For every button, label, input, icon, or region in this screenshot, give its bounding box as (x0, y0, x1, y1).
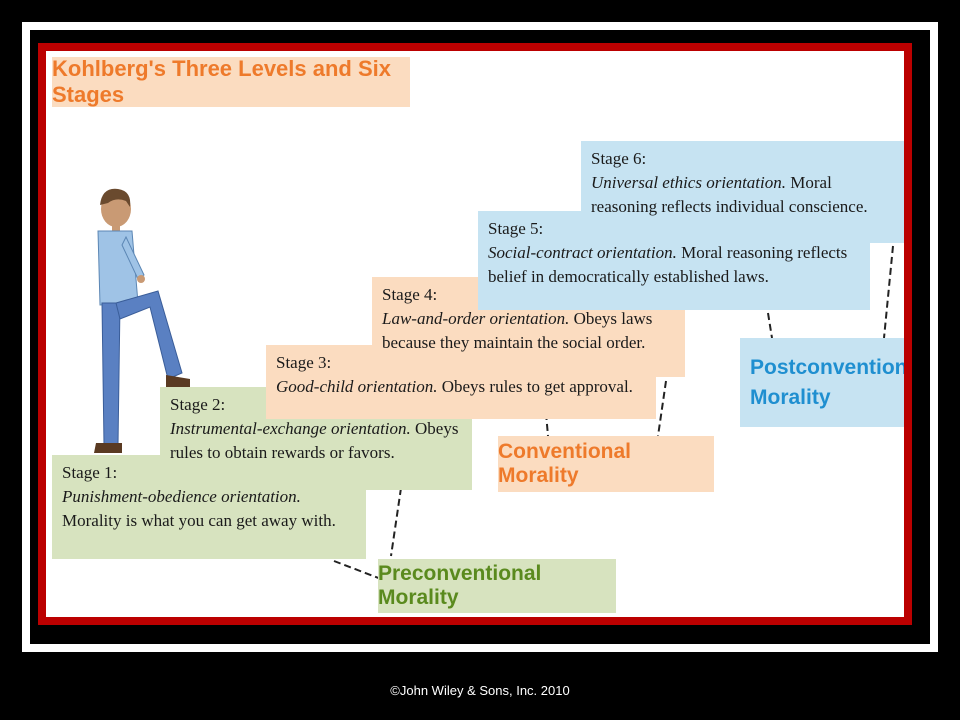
stage-1-orientation: Punishment-obedience orientation. (62, 487, 301, 506)
stage-2-desc-after: Obeys (410, 419, 459, 438)
stage-4-label: Stage 4: (382, 285, 438, 304)
conventional-level-label: Conventional Morality (498, 440, 632, 487)
climbing-person-figure (94, 188, 190, 453)
stage-5-label: Stage 5: (488, 219, 544, 238)
connector-stage4-conv (657, 380, 667, 437)
stage-3-label: Stage 3: (276, 353, 332, 372)
preconventional-level-label: Preconventional Morality (378, 562, 542, 609)
postconventional-level-label-line1: Postconventional (750, 355, 904, 379)
stage-2-label: Stage 2: (170, 395, 226, 414)
connector-stage6-post (883, 245, 894, 339)
stage-3-orientation: Good-child orientation. (276, 377, 438, 396)
stage-6-box: Stage 6: Universal ethics orientation. M… (581, 141, 904, 243)
stage-3-desc-after: Obeys rules to get approval. (437, 377, 633, 396)
stage-4-description: because they maintain the social order. (382, 333, 646, 352)
diagram-canvas: Kohlberg's Three Levels and Six Stages S… (46, 51, 904, 617)
connector-lines (333, 245, 894, 580)
stage-5-desc-after: Moral reasoning reflects (676, 243, 848, 262)
connector-stage5-post (767, 312, 773, 339)
copyright-notice: ©John Wiley & Sons, Inc. 2010 (390, 683, 570, 698)
preconventional-level-box: Preconventional Morality (378, 559, 616, 613)
stage-2-description: rules to obtain rewards or favors. (170, 443, 395, 462)
diagram-title-box: Kohlberg's Three Levels and Six Stages (52, 56, 410, 107)
stage-6-orientation: Universal ethics orientation. (591, 173, 787, 192)
postconventional-level-label-line2: Morality (750, 385, 831, 409)
stage-2-orientation: Instrumental-exchange orientation. (170, 419, 411, 438)
stage-5-description: belief in democratically established law… (488, 267, 769, 286)
stage-4-desc-after: Obeys laws (569, 309, 653, 328)
stage-6-desc-after: Moral (786, 173, 832, 192)
conventional-level-box: Conventional Morality (498, 436, 714, 492)
stage-1-label: Stage 1: (62, 463, 118, 482)
connector-stage2-pre (390, 487, 402, 557)
stage-1-description: Morality is what you can get away with. (62, 511, 336, 530)
stage-5-orientation: Social-contract orientation. (488, 243, 677, 262)
stage-4-orientation: Law-and-order orientation. (382, 309, 570, 328)
postconventional-level-box: Postconventional Morality (740, 338, 904, 427)
diagram-title: Kohlberg's Three Levels and Six Stages (52, 56, 392, 107)
connector-stage1-pre (333, 560, 382, 580)
stage-6-description: reasoning reflects individual conscience… (591, 197, 868, 216)
stage-6-label: Stage 6: (591, 149, 647, 168)
